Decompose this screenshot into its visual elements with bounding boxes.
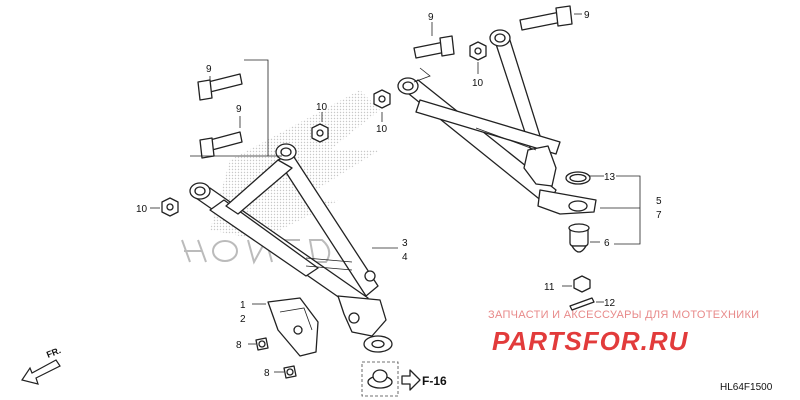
- bolt-upper-left: [413, 35, 455, 59]
- callout-9-lower-top: 9: [206, 64, 212, 75]
- callout-10-upper-right: 10: [472, 78, 484, 89]
- bolt-upper-right: [519, 5, 573, 31]
- front-direction-label: FR.: [45, 345, 62, 360]
- callout-10-upper-left: 10: [376, 124, 388, 135]
- callout-6: 6: [604, 238, 610, 249]
- nut-upper-arm-left: [373, 89, 391, 109]
- cotter-pin: [569, 297, 595, 311]
- callout-10-center: 10: [316, 102, 328, 113]
- callout-7: 7: [656, 210, 662, 221]
- callout-9-lower-bottom: 9: [236, 104, 242, 115]
- snap-ring-inner: [569, 173, 587, 183]
- watermark-tagline: ЗАПЧАСТИ И АКСЕССУАРЫ ДЛЯ МОТОТЕХНИКИ: [488, 309, 759, 321]
- nut-center: [311, 123, 329, 143]
- callout-1: 1: [240, 300, 246, 311]
- callout-13: 13: [604, 172, 616, 183]
- callout-9-top-left: 9: [428, 12, 434, 23]
- bolt-lower-lower: [199, 131, 243, 159]
- reference-box: [361, 361, 399, 397]
- callout-9-top-right: 9: [584, 10, 590, 21]
- upper-arm-assembly: [397, 29, 597, 215]
- callout-4: 4: [402, 252, 408, 263]
- reference-arrow: [401, 369, 421, 391]
- ball-joint: [568, 223, 590, 253]
- bolt-lower-upper: [197, 73, 243, 101]
- callout-3: 3: [402, 238, 408, 249]
- callout-2: 2: [240, 314, 246, 325]
- callout-8-lower: 8: [264, 368, 270, 379]
- arm-guard: [267, 297, 319, 357]
- callout-11: 11: [544, 282, 555, 293]
- reference-label: F-16: [422, 374, 447, 388]
- flange-bolt-upper: [255, 337, 269, 351]
- reference-part: [367, 369, 393, 389]
- nut-upper-arm-right: [469, 41, 487, 61]
- lower-arm-assembly: [189, 143, 393, 353]
- front-direction-arrow: [21, 359, 61, 385]
- callout-10-left: 10: [136, 204, 148, 215]
- flange-bolt-lower: [283, 365, 297, 379]
- callout-8-upper: 8: [236, 340, 242, 351]
- diagram-code: HL64F1500: [720, 382, 773, 393]
- nut-left-arm: [161, 197, 179, 217]
- callout-5: 5: [656, 196, 662, 207]
- leader-lines: [150, 13, 641, 373]
- callout-12: 12: [604, 298, 616, 309]
- watermark-logo: PARTSFOR.RU: [492, 326, 689, 356]
- castle-nut: [573, 275, 591, 293]
